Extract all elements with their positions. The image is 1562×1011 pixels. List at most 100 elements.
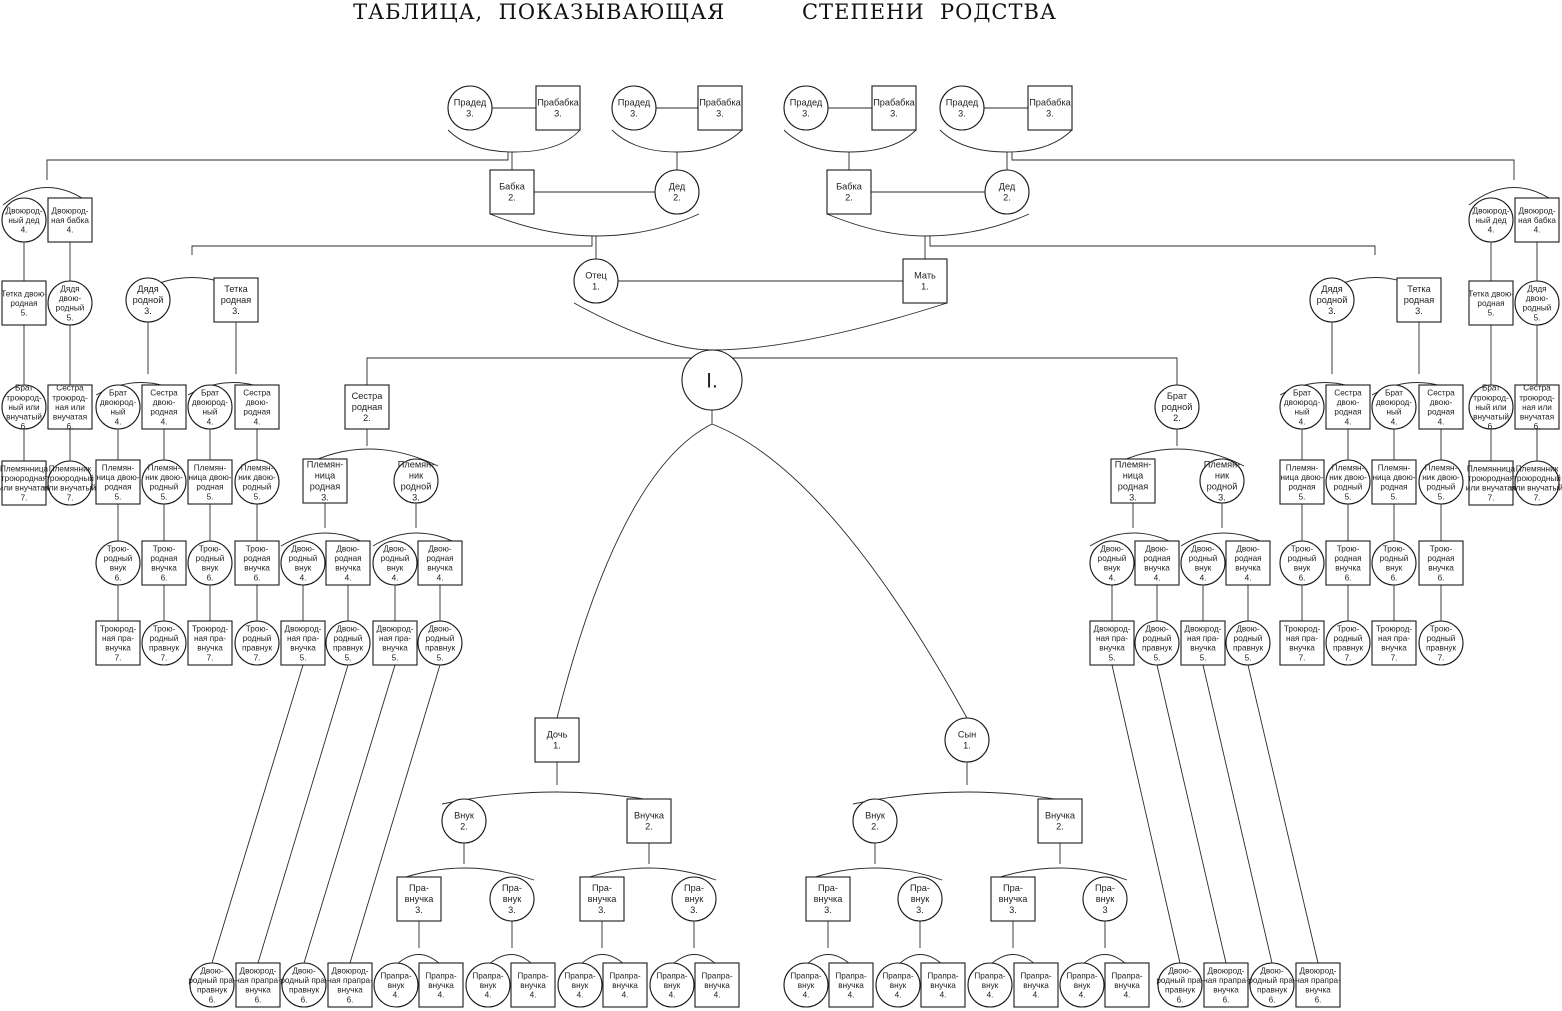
square-node-shape	[1514, 384, 1560, 430]
square-node-shape	[1203, 962, 1249, 1008]
node-label: родный	[56, 304, 85, 313]
node-label: Двоюрод-	[285, 624, 322, 633]
node-label: Сестра	[150, 388, 178, 397]
node-label: Пра-	[502, 883, 522, 893]
circle-node-shape	[967, 962, 1013, 1008]
circle-node-shape	[1, 197, 47, 243]
circle-node-shape	[441, 798, 487, 844]
node-label: 3.	[1046, 109, 1054, 119]
node-label: Прапра-	[927, 971, 959, 980]
node-label: 6.	[115, 573, 122, 582]
node-label: Двою-	[1168, 966, 1191, 975]
node-label: 5.	[1391, 492, 1398, 501]
connector-line	[489, 213, 700, 237]
node-label: 4.	[1200, 573, 1207, 582]
node-label: родный	[426, 634, 455, 643]
node-label: 7.	[1299, 653, 1306, 662]
node-label: Племян-	[1332, 463, 1365, 472]
circle-node-shape	[1371, 384, 1417, 430]
node-label: Брат	[15, 384, 33, 393]
node-label: 5.	[345, 653, 352, 662]
square-node-shape	[187, 620, 233, 666]
relative-nodes: Прадед3.Прабабка3.Прадед3.Прабабка3.Прад…	[0, 85, 1562, 1008]
node-label: двою-	[1430, 398, 1453, 407]
node-label: правнук	[425, 644, 456, 653]
node-label: внучка	[838, 981, 864, 990]
node-label: внучка	[1144, 564, 1170, 573]
node-label: родная	[1143, 554, 1170, 563]
node-label: правнук	[242, 644, 273, 653]
connector-line	[805, 954, 852, 966]
node-label: 4.	[392, 573, 399, 582]
node-label: 6.	[21, 422, 28, 431]
node-label: 7.	[161, 653, 168, 662]
circle-node-shape	[141, 459, 187, 505]
node-label: 3.	[1218, 493, 1226, 503]
node-label: 6.	[67, 422, 74, 431]
node-label: Прапра-	[1020, 971, 1052, 980]
connector-line	[1156, 664, 1227, 964]
circle-node-shape	[1371, 540, 1417, 586]
node-label: внучатая	[53, 412, 87, 421]
circle-node-shape	[1514, 460, 1560, 506]
node-label: ная прапра-	[1295, 976, 1341, 985]
node-label: Двою-	[1236, 624, 1259, 633]
node-label: Тетка двою-	[1, 289, 47, 298]
square-node-shape	[902, 258, 948, 304]
node-label: 3	[1102, 905, 1107, 915]
node-label: Двоюрод-	[52, 206, 89, 215]
node-label: Двоюрод-	[6, 206, 43, 215]
node-label: Племянница	[0, 464, 49, 473]
node-label: Прадед	[618, 98, 651, 108]
node-label: внучка	[382, 644, 408, 653]
node-label: 2.	[871, 822, 879, 832]
square-node-shape	[534, 717, 580, 763]
square-node-shape	[990, 876, 1036, 922]
square-node-shape	[235, 962, 281, 1008]
node-label: троюрод-	[52, 393, 88, 402]
node-label: родная	[1427, 554, 1454, 563]
square-node-shape	[1468, 280, 1514, 326]
node-label: родная	[1118, 482, 1149, 492]
node-label: 4.	[577, 990, 584, 999]
node-label: родная	[221, 295, 252, 305]
node-label: двою-	[1526, 294, 1549, 303]
connector-line	[395, 954, 442, 966]
node-label: Трою-	[199, 544, 222, 553]
node-label: Трою-	[1337, 624, 1360, 633]
square-node-shape	[372, 620, 418, 666]
circle-node-shape	[234, 620, 280, 666]
node-label: Двою-	[292, 966, 315, 975]
square-node-shape	[828, 962, 874, 1008]
node-label: Прапра-	[656, 971, 688, 980]
node-label: Племянник	[49, 464, 92, 473]
node-label: родный	[243, 483, 272, 492]
node-label: 6.	[1269, 995, 1276, 1004]
circle-node-shape	[1309, 277, 1355, 323]
node-label: 4.	[254, 417, 261, 426]
node-label: внучка	[244, 564, 270, 573]
node-label: внучка	[105, 644, 131, 653]
node-label: внук	[1104, 564, 1121, 573]
node-label: родный	[1143, 634, 1172, 643]
node-label: Бабка	[499, 182, 526, 192]
